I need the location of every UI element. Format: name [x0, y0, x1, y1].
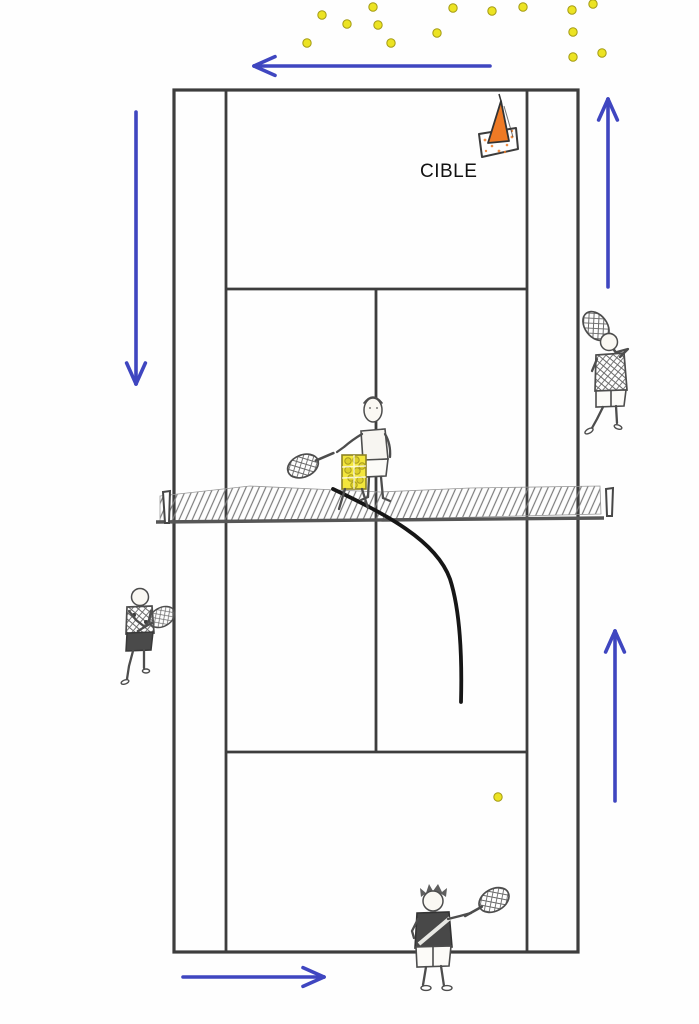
rotation-arrow-bottom	[181, 965, 326, 989]
court-balls	[493, 792, 503, 802]
cone-sketch-line	[503, 105, 514, 138]
net-bottom-line	[155, 516, 605, 524]
tennis-ball	[487, 6, 497, 16]
right-player-head	[599, 332, 619, 352]
tennis-ball-on-court	[493, 792, 503, 802]
rotation-arrows	[124, 54, 627, 989]
tennis-ball	[302, 38, 312, 48]
tennis-ball	[368, 2, 378, 12]
left-player-shorts	[125, 631, 154, 652]
left-player-head	[130, 587, 150, 607]
bottom-player-left-arm	[410, 917, 420, 940]
ball-trajectory-line	[331, 487, 464, 704]
left-player-shirt	[125, 605, 155, 635]
net-post-right	[604, 486, 615, 517]
right-player-left-leg	[590, 405, 605, 430]
cone-tip	[498, 93, 502, 102]
tennis-ball	[386, 38, 396, 48]
player-left-sideline	[120, 587, 180, 686]
target-cone	[478, 93, 519, 158]
tennis-ball	[588, 0, 598, 9]
bottom-player-left-leg	[421, 965, 428, 987]
feeder-left-leg	[366, 475, 371, 499]
tennis-ball	[342, 19, 352, 29]
feeder-head	[363, 397, 383, 423]
tennis-ball	[448, 3, 458, 13]
feeder-right-arm	[383, 432, 392, 459]
feeder-hair	[363, 396, 383, 404]
rotation-arrow-top	[252, 54, 492, 78]
net-band	[159, 485, 602, 522]
bottom-player-right-arm	[446, 911, 473, 921]
net	[155, 485, 615, 524]
bottom-player-head	[422, 890, 444, 912]
player-right-sideline	[576, 305, 630, 435]
ball-basket	[337, 454, 370, 511]
rotation-arrow-right-upper	[596, 97, 620, 289]
cone-body	[487, 100, 510, 144]
left-player-left-leg	[125, 649, 135, 681]
scattered-balls	[302, 0, 607, 62]
tennis-ball	[518, 2, 528, 12]
tennis-ball	[597, 48, 607, 58]
tennis-ball	[567, 5, 577, 15]
right-player-shirt	[594, 352, 628, 392]
right-player-left-arm	[590, 357, 599, 373]
tennis-court	[172, 88, 580, 954]
bottom-player-racket-icon	[458, 881, 515, 927]
tennis-ball	[432, 28, 442, 38]
tennis-ball	[317, 10, 327, 20]
rotation-arrow-right-lower	[603, 629, 627, 803]
player-feeder-at-net	[282, 396, 392, 511]
tennis-ball	[373, 20, 383, 30]
right-player-right-leg	[614, 404, 619, 425]
bottom-player-shirt-stripe	[417, 916, 452, 946]
net-post-left	[161, 489, 172, 524]
feeder-left-arm	[335, 432, 364, 454]
left-player-right-arm	[144, 609, 153, 628]
target-label: CIBLE	[420, 161, 478, 182]
feeder-racket-icon	[282, 441, 339, 484]
bottom-player-right-leg	[439, 964, 446, 988]
right-player-right-arm	[615, 347, 630, 359]
basket-leg	[360, 487, 370, 510]
player-bottom-baseline	[410, 881, 515, 992]
tennis-ball	[568, 27, 578, 37]
left-player-left-arm	[127, 609, 147, 629]
basket-leg	[337, 487, 347, 511]
rotation-arrow-left-side	[124, 110, 148, 386]
feeder-right-leg	[379, 475, 385, 500]
tennis-ball	[568, 52, 578, 62]
